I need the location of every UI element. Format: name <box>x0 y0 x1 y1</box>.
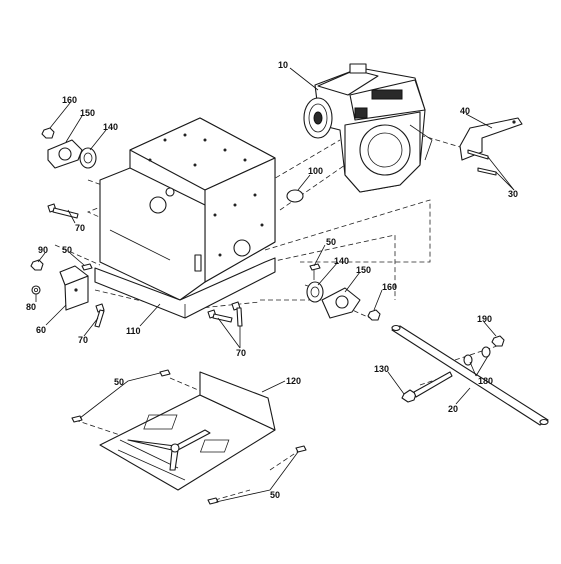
bolt-70-lower-left <box>94 303 105 328</box>
skid-plate-120 <box>99 371 276 491</box>
callout-60: 60 <box>36 325 46 335</box>
screw-50-right <box>309 263 321 280</box>
callout-70-center: 70 <box>236 348 246 358</box>
engine-assembly <box>303 63 433 193</box>
plug-100 <box>286 189 304 203</box>
screw-50-skid-bottom <box>207 497 219 505</box>
callout-180: 180 <box>478 376 493 386</box>
bolts-70-center <box>207 301 243 327</box>
nut-160-right <box>367 309 381 321</box>
callout-130: 130 <box>374 364 389 374</box>
callout-50-skid-bottom: 50 <box>270 490 280 500</box>
callout-190: 190 <box>477 314 492 324</box>
callout-150-left: 150 <box>80 108 95 118</box>
callout-50-frame-right: 50 <box>326 237 336 247</box>
nut-190 <box>491 335 505 347</box>
bearing-140-left <box>79 147 97 169</box>
bearing-flange-150-right <box>321 287 361 319</box>
callout-160-right: 160 <box>382 282 397 292</box>
bracket-60 <box>59 265 89 311</box>
callout-90: 90 <box>38 245 48 255</box>
washer-80 <box>31 285 41 295</box>
screw-50-skid-left <box>71 415 83 423</box>
callout-labels: 10 160 150 140 40 30 100 70 90 50 80 60 … <box>26 60 518 500</box>
callout-50-skid-left: 50 <box>114 377 124 387</box>
callout-80: 80 <box>26 302 36 312</box>
callout-40: 40 <box>460 106 470 116</box>
leader-lines <box>35 67 515 503</box>
callout-50-frame-left: 50 <box>62 245 72 255</box>
screw-50-left <box>81 263 93 271</box>
callout-20: 20 <box>448 404 458 414</box>
callout-10: 10 <box>278 60 288 70</box>
bolt-130 <box>401 371 453 403</box>
callout-110: 110 <box>126 326 141 336</box>
bracket-40 <box>459 117 523 161</box>
screw-50-skid-right <box>295 445 307 453</box>
callout-120: 120 <box>286 376 301 386</box>
shaft-20 <box>391 324 549 426</box>
bolt-70-upper-left <box>47 203 79 219</box>
callout-70-upper-left: 70 <box>75 223 85 233</box>
frame-housing <box>99 117 276 301</box>
nut-90 <box>30 259 44 271</box>
callout-70-lower-left: 70 <box>78 335 88 345</box>
bearing-140-right <box>306 281 324 303</box>
callout-100: 100 <box>308 166 323 176</box>
washers-180 <box>463 346 491 366</box>
bolts-30 <box>467 149 497 176</box>
bearing-flange-150-left <box>47 139 83 169</box>
callout-140-left: 140 <box>103 122 118 132</box>
screw-50-skid-upper <box>159 369 171 377</box>
bottom-pan-110 <box>94 257 276 319</box>
callout-160-left: 160 <box>62 95 77 105</box>
callout-150-right: 150 <box>356 265 371 275</box>
nut-160-left <box>41 127 55 139</box>
callout-140-right: 140 <box>334 256 349 266</box>
callout-30: 30 <box>508 189 518 199</box>
